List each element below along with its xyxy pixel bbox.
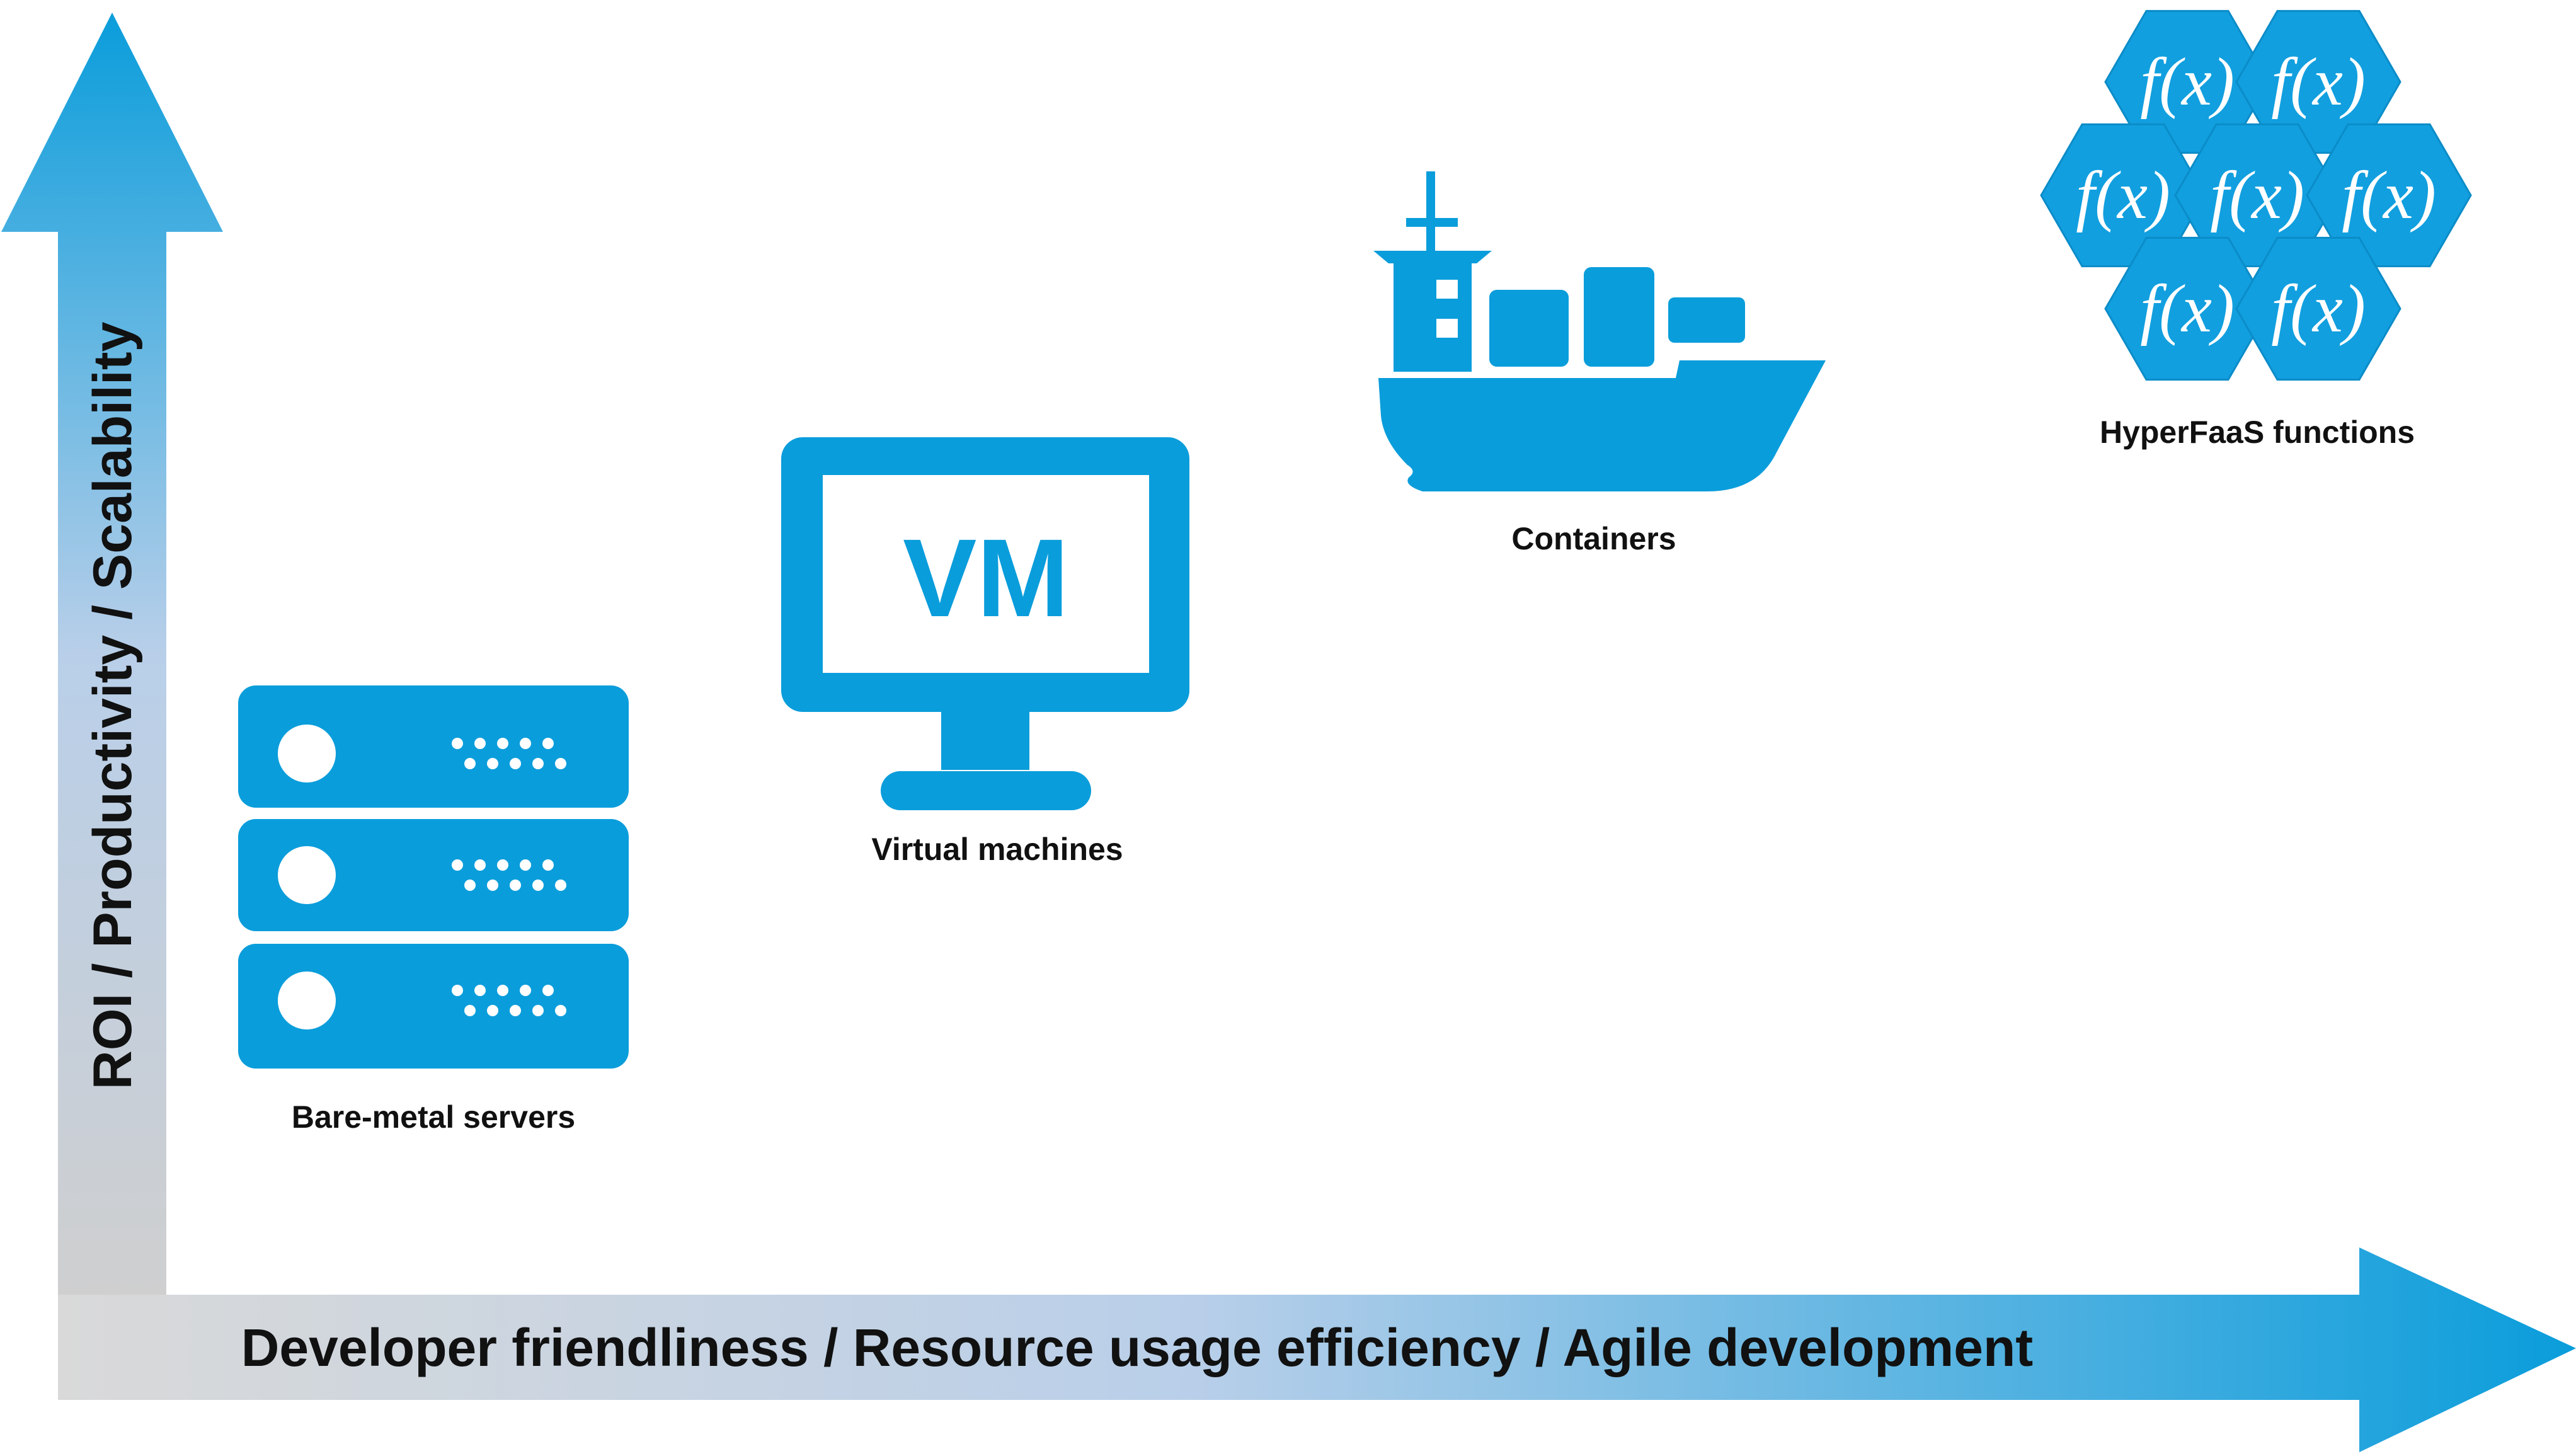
bare-metal-label: Bare-metal servers: [292, 1099, 575, 1135]
faas-label: HyperFaaS functions: [2100, 415, 2415, 450]
server-status-dot: [532, 880, 544, 891]
server-status-dot: [497, 985, 508, 996]
server-status-dot: [464, 880, 476, 891]
function-hexagon-label: f(x): [2076, 158, 2170, 233]
monitor-screen: [823, 475, 1149, 673]
server-status-dot: [520, 859, 531, 871]
server-power-light: [278, 846, 336, 904]
server-status-dot: [532, 1005, 544, 1016]
server-status-dot: [532, 758, 544, 769]
server-power-light: [278, 725, 336, 782]
server-status-dot: [520, 738, 531, 749]
server-status-dot: [497, 738, 508, 749]
vm-label: Virtual machines: [871, 832, 1123, 867]
server-indicator-lights: [278, 725, 566, 1029]
function-hexagon-cluster: f(x) f(x) f(x) f(x) f(x) f(x) f(x): [2040, 9, 2472, 381]
server-status-dot: [452, 985, 463, 996]
server-status-dot: [464, 758, 476, 769]
function-hexagon-label: f(x): [2140, 272, 2235, 347]
containers-label: Containers: [1511, 521, 1676, 556]
server-status-dot: [487, 1005, 498, 1016]
function-hexagon-label: f(x): [2342, 158, 2436, 233]
y-axis-arrow: [1, 13, 223, 1298]
y-axis-label: ROI / Productivity / Scalability: [83, 322, 143, 1090]
server-stack-icon: [238, 685, 629, 1069]
server-status-dot: [542, 985, 554, 996]
function-hexagon: [2235, 236, 2401, 381]
server-power-light: [278, 972, 336, 1029]
server-status-dot: [474, 738, 486, 749]
server-status-dot: [555, 1005, 566, 1016]
function-hexagon-label: f(x): [2210, 158, 2304, 233]
function-hexagon: [2104, 236, 2270, 381]
server-status-dot: [497, 859, 508, 871]
server-status-dot: [452, 859, 463, 871]
server-status-dot: [510, 1005, 521, 1016]
ship-windows: [1436, 280, 1458, 338]
function-hexagon-label: f(x): [2271, 272, 2366, 347]
server-status-dot: [487, 758, 498, 769]
server-status-dot: [464, 1005, 476, 1016]
x-axis-label: Developer friendliness / Resource usage …: [241, 1318, 2034, 1377]
server-status-dot: [487, 880, 498, 891]
server-status-dot: [510, 758, 521, 769]
vm-icon-text: VM: [903, 517, 1069, 640]
server-status-dot: [542, 859, 554, 871]
function-hexagon: [2306, 123, 2472, 268]
server-status-dot: [555, 880, 566, 891]
server-status-dot: [510, 880, 521, 891]
server-status-dot: [474, 859, 486, 871]
server-status-dot: [555, 758, 566, 769]
server-status-dot: [452, 738, 463, 749]
server-status-dot: [542, 738, 554, 749]
function-hexagon-label: f(x): [2271, 45, 2366, 120]
x-axis-arrow: [58, 1247, 2576, 1452]
server-status-dot: [474, 985, 486, 996]
server-status-dot: [520, 985, 531, 996]
container-ship-icon: [1373, 171, 1826, 491]
function-hexagon-label: f(x): [2140, 45, 2235, 120]
